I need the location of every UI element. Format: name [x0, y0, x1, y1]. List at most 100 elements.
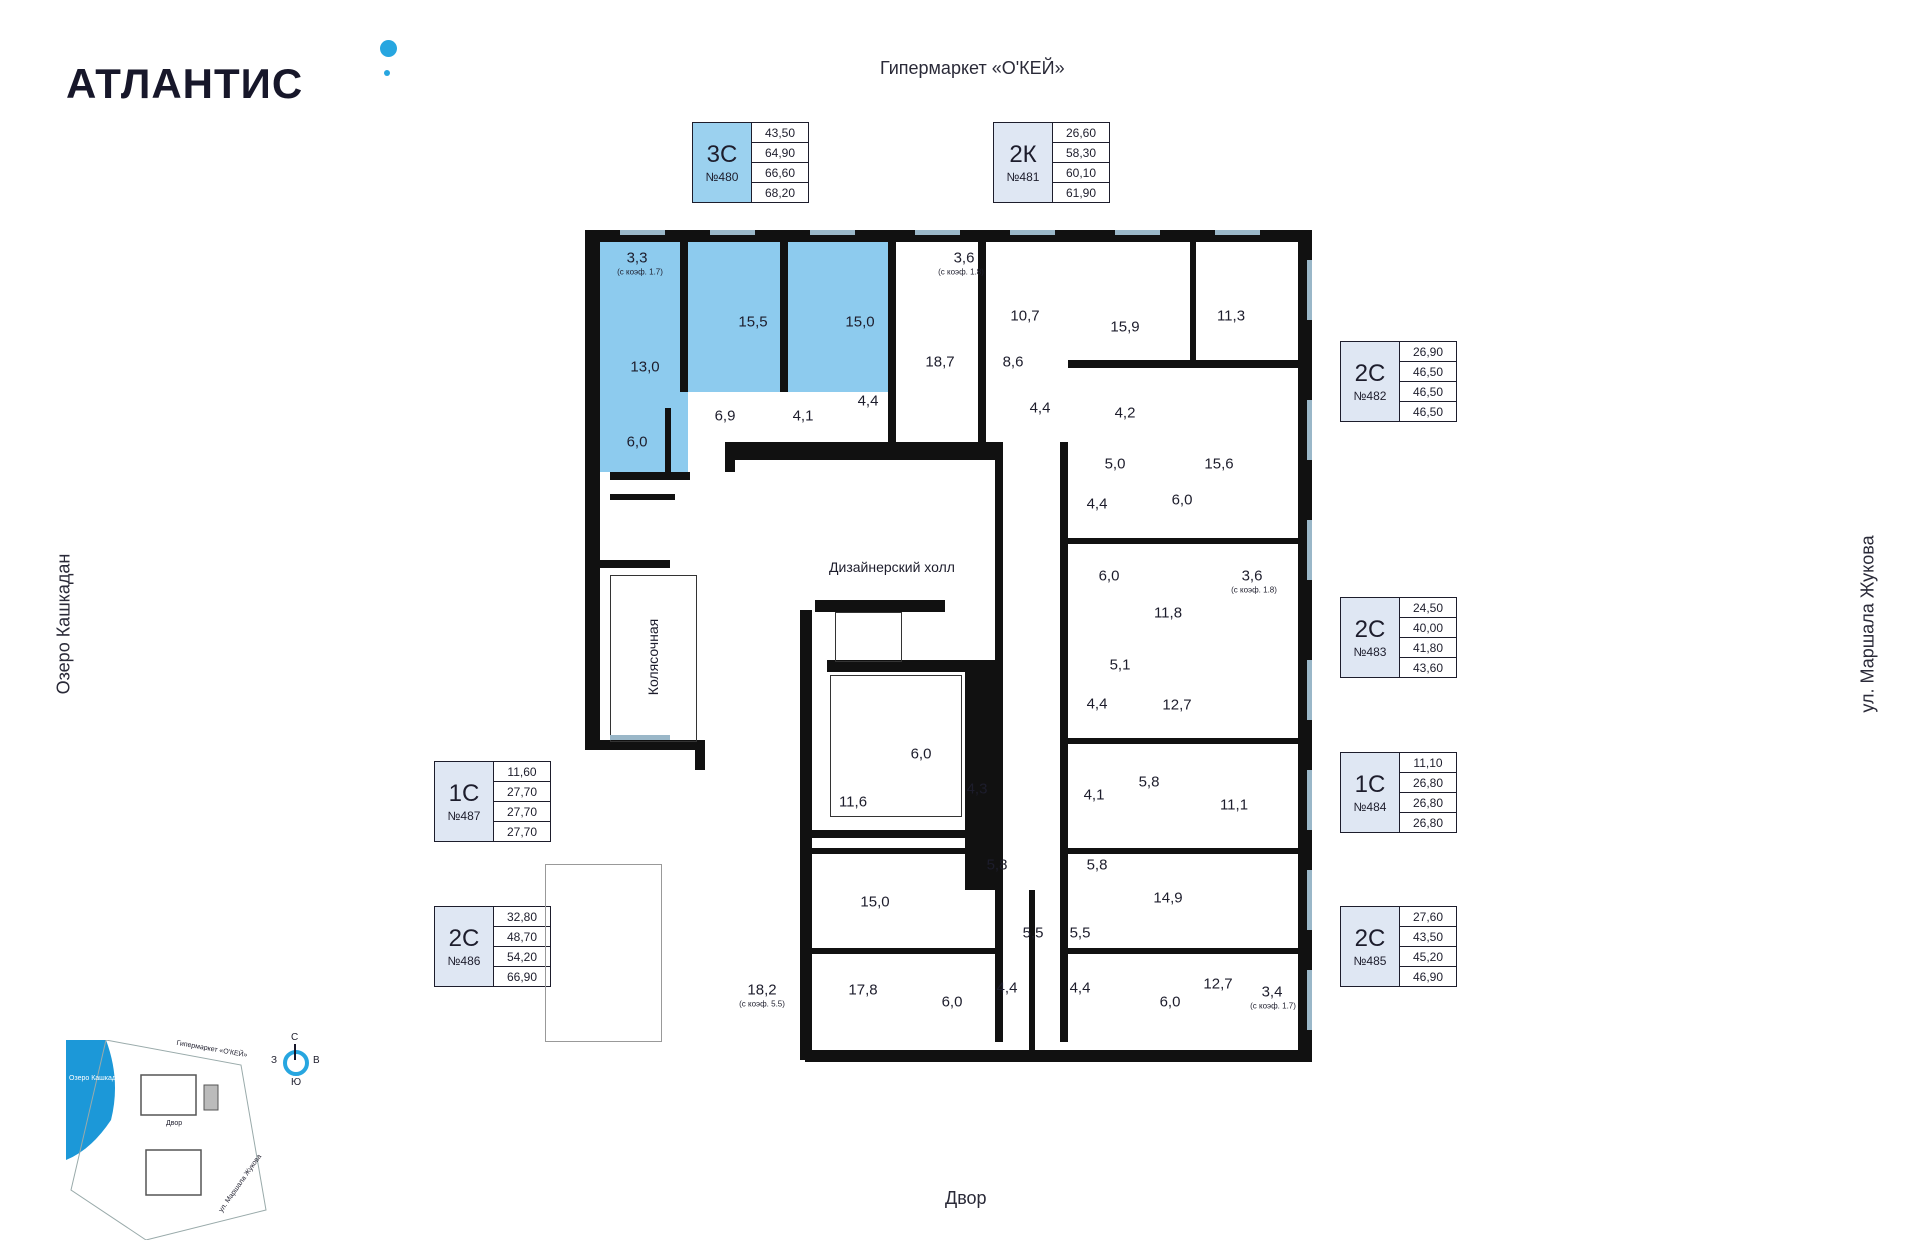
wall [780, 242, 788, 392]
wall [1068, 360, 1298, 368]
compass-icon [283, 1050, 309, 1076]
wall [735, 442, 995, 460]
room-area: 5,5 [1069, 924, 1091, 942]
apartment-card-484[interactable]: 1С №484 11,10 26,80 26,80 26,80 [1340, 752, 1457, 833]
direction-top-label: Гипермаркет «О'КЕЙ» [880, 58, 1065, 78]
room-area: 15,6 [1204, 455, 1234, 473]
apartment-card-487[interactable]: 1С №487 11,60 27,70 27,70 27,70 [434, 761, 551, 842]
apartment-card-481[interactable]: 2К №481 26,60 58,30 60,10 61,90 [993, 122, 1110, 203]
window [1307, 400, 1312, 460]
area-value: 26,80 [1400, 793, 1456, 813]
apartment-areas: 32,80 48,70 54,20 66,90 [494, 907, 550, 986]
room-area: 17,8 [848, 981, 878, 999]
room-area: 5,1 [1109, 656, 1131, 674]
area-value: 27,70 [494, 782, 550, 802]
wall [665, 408, 671, 472]
area-value: 40,00 [1400, 618, 1456, 638]
area-value: 26,90 [1400, 342, 1456, 362]
area-value: 32,80 [494, 907, 550, 927]
apartment-tag: 2С №482 [1341, 342, 1400, 421]
room-area: 5,8 [1086, 856, 1108, 874]
room-note: (с коэф. 1.7) [1250, 1001, 1296, 1011]
apartment-card-483[interactable]: 2С №483 24,50 40,00 41,80 43,60 [1340, 597, 1457, 678]
apartment-number: №482 [1353, 388, 1387, 403]
apartment-number: №483 [1353, 644, 1387, 659]
apartment-number: №481 [1006, 169, 1040, 184]
area-value: 26,80 [1400, 773, 1456, 793]
wall [600, 560, 670, 568]
area-value: 48,70 [494, 927, 550, 947]
room-area: 5,8 [986, 856, 1008, 874]
area-value: 43,50 [1400, 927, 1456, 947]
minimap-yard-label: Двор [166, 1120, 183, 1127]
room-area: 6,0 [1159, 993, 1181, 1011]
direction-left-label: Озеро Кашкадан [53, 553, 74, 695]
wall [695, 740, 705, 770]
area-value: 68,20 [764, 185, 796, 200]
wall [1068, 948, 1298, 954]
room-area: 6,0 [1171, 491, 1193, 509]
room-area: 6,0 [910, 745, 932, 763]
compass-west: З [271, 1055, 278, 1066]
room-area: 5,0 [1104, 455, 1126, 473]
terrace[interactable] [545, 864, 662, 1042]
wall [800, 610, 812, 1060]
room-area: 14,9 [1153, 889, 1183, 907]
window [1307, 520, 1312, 580]
area-value: 64,90 [752, 143, 808, 163]
apartment-areas: 43,50 64,90 66,60 68,20 [752, 123, 808, 202]
stroller-room-label: Колясочная [645, 618, 661, 696]
room-note: (с коэф. 1.7) [617, 267, 663, 277]
room-area: 11,3 [1216, 307, 1246, 325]
room-area: 6,0 [626, 433, 648, 451]
area-value: 58,30 [1053, 143, 1109, 163]
apartment-card-485[interactable]: 2С №485 27,60 43,50 45,20 46,90 [1340, 906, 1457, 987]
wall [1298, 230, 1312, 1062]
area-value: 43,50 [752, 123, 808, 143]
wall [1190, 242, 1196, 362]
brand-logo[interactable]: АТЛАНТИС [66, 60, 304, 107]
compass-north: С [291, 1032, 299, 1043]
apartment-card-480[interactable]: 3С №480 43,50 64,90 66,60 68,20 [692, 122, 809, 203]
area-value: 66,60 [752, 163, 808, 183]
room-area: 5,5 [1022, 924, 1044, 942]
window [710, 230, 755, 235]
apartment-card-482[interactable]: 2С №482 26,90 46,50 46,50 46,50 [1340, 341, 1457, 422]
apartment-areas: 26,90 46,50 46,50 46,50 [1400, 342, 1456, 421]
area-value: 27,70 [506, 824, 538, 839]
apartment-code: 3С [706, 140, 738, 168]
area-value: 46,50 [1412, 404, 1444, 419]
apartment-number: №484 [1353, 799, 1387, 814]
apartment-card-486[interactable]: 2С №486 32,80 48,70 54,20 66,90 [434, 906, 551, 987]
window [1307, 660, 1312, 720]
direction-right-label: ул. Маршала Жукова [1857, 535, 1878, 713]
window [1010, 230, 1055, 235]
apartment-tag: 1С №484 [1341, 753, 1400, 832]
apartment-number: №480 [705, 169, 739, 184]
wall [815, 600, 945, 612]
stroller-room[interactable] [610, 575, 697, 742]
apartment-480-area[interactable] [688, 242, 888, 392]
wall [1060, 442, 1068, 1042]
room-area: 15,9 [1110, 318, 1140, 336]
apartment-areas: 26,60 58,30 60,10 61,90 [1053, 123, 1109, 202]
wall [1068, 538, 1298, 544]
window [915, 230, 960, 235]
room-area: 4,4 [1086, 695, 1108, 713]
compass-south: Ю [291, 1077, 302, 1088]
apartment-number: №486 [447, 953, 481, 968]
area-value: 46,50 [1400, 362, 1456, 382]
design-hall-label: Дизайнерский холл [829, 559, 955, 575]
wall [805, 1050, 1312, 1062]
room-area: 4,3 [966, 780, 988, 798]
room-area: 4,1 [792, 407, 814, 425]
minimap[interactable]: Озеро Кашкадан Гипермаркет «О'КЕЙ» Двор … [66, 1039, 276, 1241]
wall [812, 948, 995, 954]
apartment-tag: 2С №486 [435, 907, 494, 986]
area-value: 41,80 [1400, 638, 1456, 658]
apartment-480-area[interactable] [600, 242, 688, 472]
wall [812, 848, 995, 854]
room-area: 4,4 [996, 979, 1018, 997]
area-value: 26,60 [1053, 123, 1109, 143]
area-value: 11,60 [494, 762, 550, 782]
